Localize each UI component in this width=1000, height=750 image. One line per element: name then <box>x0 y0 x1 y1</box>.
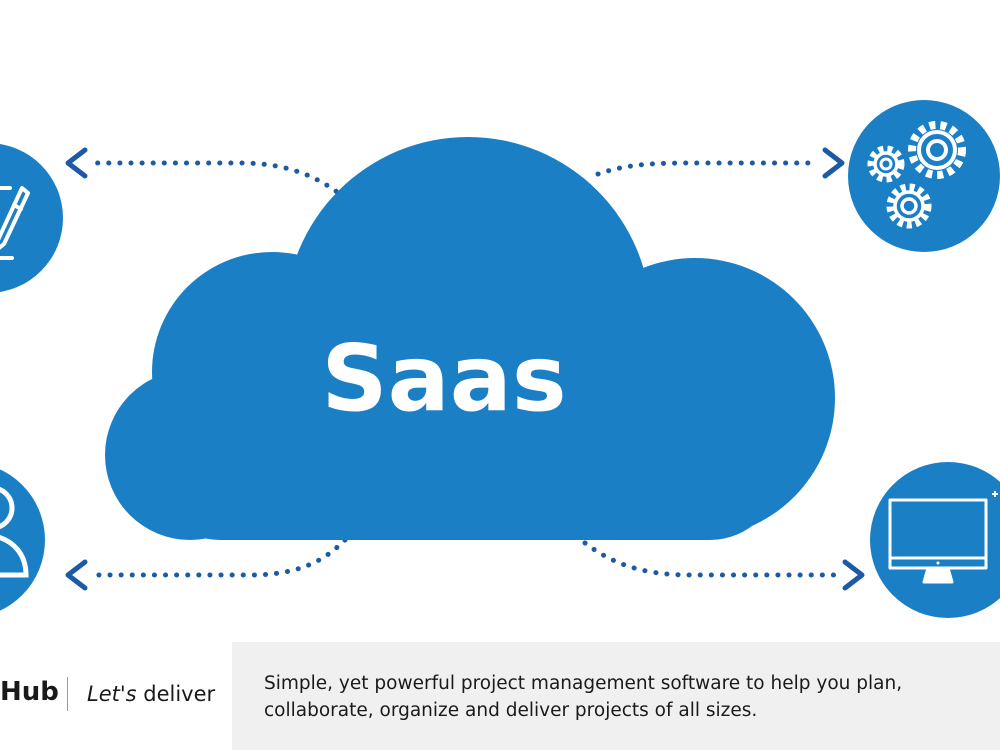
arrowhead-bottom-left <box>65 559 88 591</box>
cloud-shape <box>105 137 835 540</box>
node-top-right <box>848 100 1000 252</box>
arrowhead-top-left <box>65 147 88 179</box>
pen-and-paper-icon <box>0 186 30 260</box>
arrowhead-top-right <box>822 147 845 179</box>
brand-divider <box>67 677 68 711</box>
gears-icon <box>867 121 966 229</box>
footer-brand-area <box>0 642 232 750</box>
node-top-left <box>0 143 63 293</box>
monitor-icon <box>888 491 998 584</box>
connector-bottom-left <box>89 537 348 578</box>
brand-tagline: Let's deliver <box>87 682 215 706</box>
connector-top-right <box>595 160 816 177</box>
footer-description-panel: Simple, yet powerful project management … <box>232 642 1000 750</box>
cloud-title: Saas <box>321 325 566 432</box>
tagline-italic: Let's <box>87 682 137 706</box>
connector-top-left <box>89 160 348 201</box>
connector-bottom-right <box>582 540 841 578</box>
brand-name: Hub <box>0 677 59 707</box>
footer-description: Simple, yet powerful project management … <box>264 673 903 721</box>
arrowhead-bottom-right <box>842 559 865 591</box>
tagline-rest: deliver <box>136 682 216 706</box>
user-icon <box>0 487 29 578</box>
